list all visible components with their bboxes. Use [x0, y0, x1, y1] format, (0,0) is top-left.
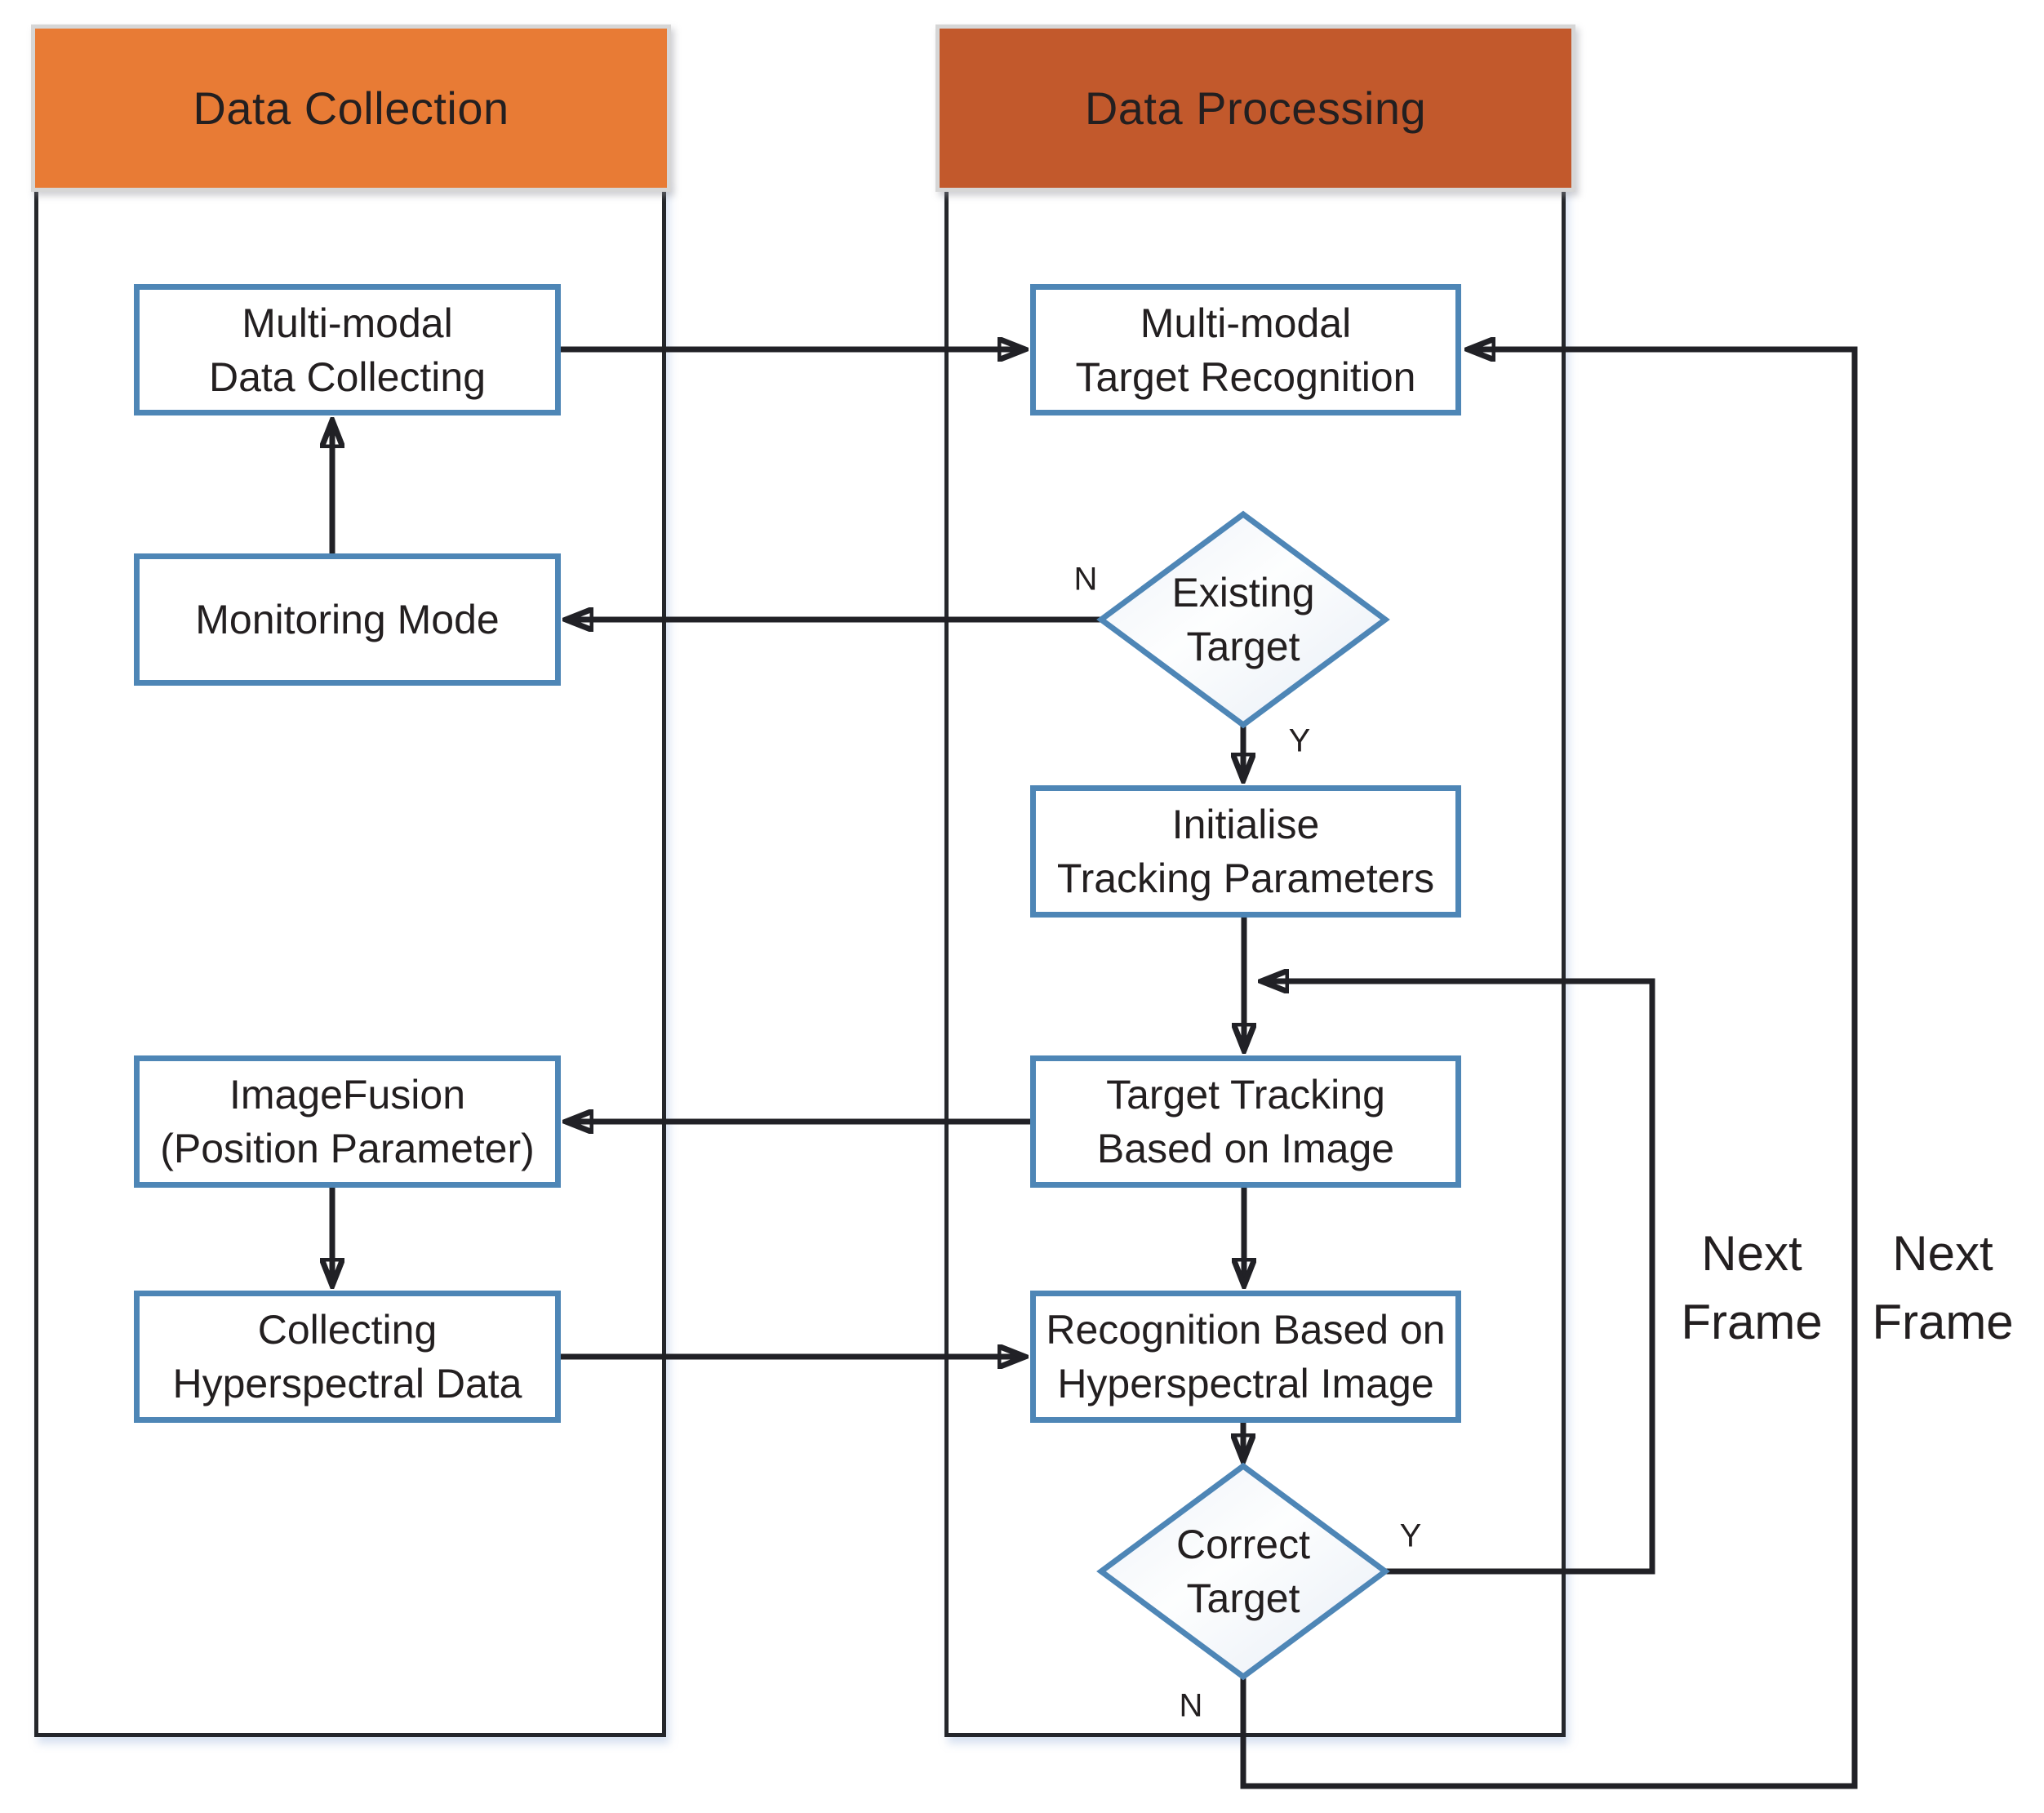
correct-target-label: Correct Target	[1176, 1522, 1310, 1621]
edge-correcttarget-yes-nextframe-loop	[1261, 981, 1655, 1575]
node-recognition-based-on-hyperspectral-image: Recognition Based on Hyperspectral Image	[1030, 1291, 1461, 1423]
existing-target-label: Existing Target	[1171, 570, 1315, 669]
correct-target-no-label: N	[1179, 1687, 1203, 1724]
next-frame-inner-label: Next Frame	[1681, 1226, 1823, 1349]
data-collection-lane	[34, 184, 666, 1737]
node-monitoring-mode: Monitoring Mode	[134, 553, 561, 686]
data-collection-header: Data Collection	[31, 24, 671, 192]
edge-correcttarget-no-nextframe-loop	[1240, 349, 1858, 1789]
existing-target-yes-label: Y	[1288, 722, 1311, 759]
node-target-tracking-based-on-image: Target Tracking Based on Image	[1030, 1055, 1461, 1188]
node-initialise-tracking-parameters: Initialise Tracking Parameters	[1030, 785, 1461, 918]
existing-target-no-label: N	[1073, 561, 1098, 598]
node-multi-modal-target-recognition: Multi-modal Target Recognition	[1030, 284, 1461, 415]
existing-target-diamond	[1096, 510, 1390, 729]
correct-target-diamond	[1096, 1462, 1390, 1681]
next-frame-outer-label: Next Frame	[1872, 1226, 2014, 1349]
node-image-fusion: ImageFusion (Position Parameter)	[134, 1055, 561, 1188]
node-collecting-hyperspectral-data: Collecting Hyperspectral Data	[134, 1291, 561, 1423]
data-processing-header: Data Processing	[935, 24, 1575, 192]
correct-target-yes-label: Y	[1399, 1517, 1422, 1554]
node-multi-modal-data-collecting: Multi-modal Data Collecting	[134, 284, 561, 415]
